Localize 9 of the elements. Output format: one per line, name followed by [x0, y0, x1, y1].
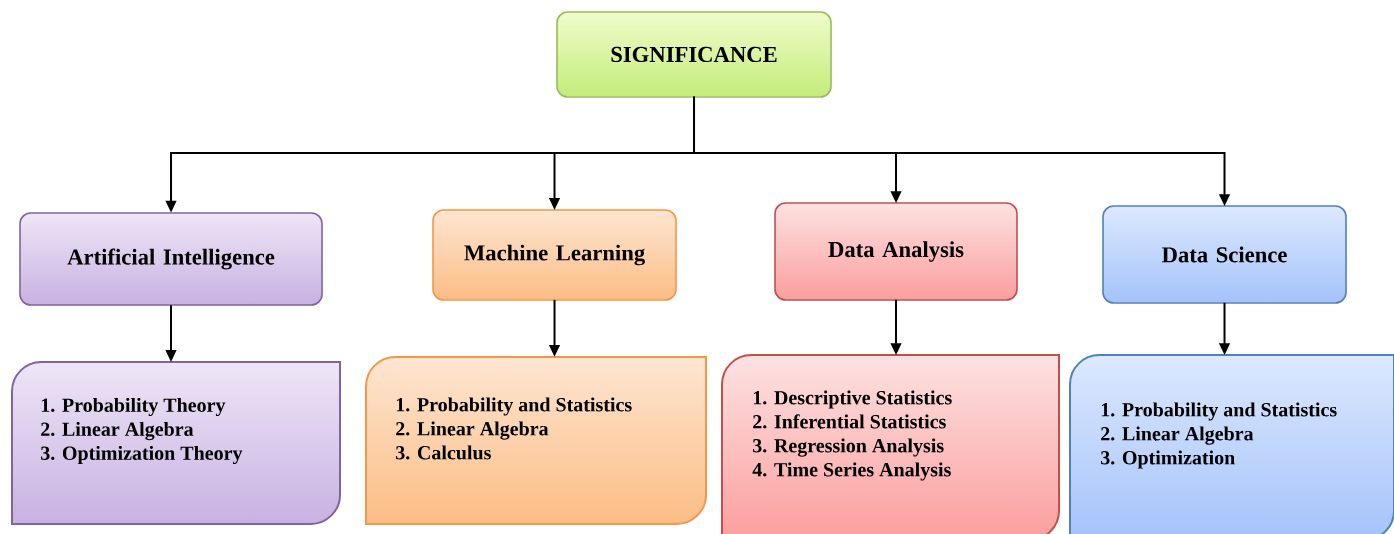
category-box: Machine Learning [432, 209, 677, 301]
list-box: 1. Probability and Statistics 2. Linear Algebra 3. Calculus [365, 356, 707, 525]
list-box: 1. Probability and Statistics 2. Linear Algebra 3. Optimization [1069, 354, 1394, 534]
title-box: SIGNIFICANCE [556, 11, 832, 98]
list-box: 1. Descriptive Statistics 2. Inferential Statistics 3. Regression Analysis 4. Time Series Analysis [721, 354, 1060, 534]
category-box: Data Analysis [774, 202, 1018, 301]
category-box: Data Science [1102, 205, 1347, 304]
category-box: Artificial Intelligence [19, 212, 323, 306]
list-box: 1. Probability Theory 2. Linear Algebra 3. Optimization Theory [11, 361, 341, 525]
